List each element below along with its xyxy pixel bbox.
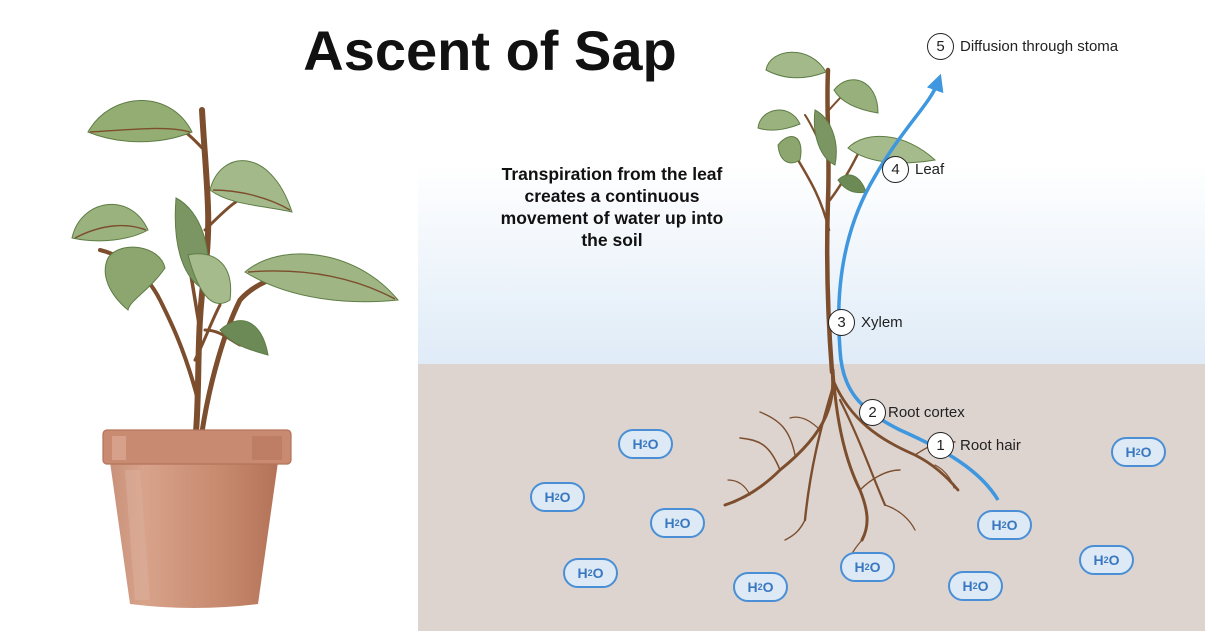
potted-plant (71, 100, 399, 608)
transpiration-caption: Transpiration from the leaf creates a co… (500, 164, 724, 250)
step-3-xylem: 3 Xylem (828, 309, 903, 336)
step-number: 5 (927, 33, 954, 60)
step-label: Diffusion through stoma (960, 38, 1119, 55)
pot-rim (102, 429, 292, 465)
step-label: Leaf (915, 161, 945, 178)
step-label: Root hair (960, 437, 1021, 454)
step-number: 1 (927, 432, 954, 459)
step-number: 2 (859, 399, 886, 426)
step-5-stoma: 5 Diffusion through stoma (927, 33, 1118, 60)
step-label: Root cortex (888, 404, 965, 421)
step-1-root-hair: 1 Root hair (927, 432, 1021, 459)
seedling-plant (723, 51, 960, 566)
step-number: 4 (882, 156, 909, 183)
pot-body (110, 462, 278, 608)
step-label: Xylem (861, 314, 903, 331)
diagram-title: Ascent of Sap (303, 19, 677, 82)
step-2-root-cortex: 2 Root cortex (859, 399, 965, 426)
step-number: 3 (828, 309, 855, 336)
step-4-leaf: 4 Leaf (882, 156, 944, 183)
